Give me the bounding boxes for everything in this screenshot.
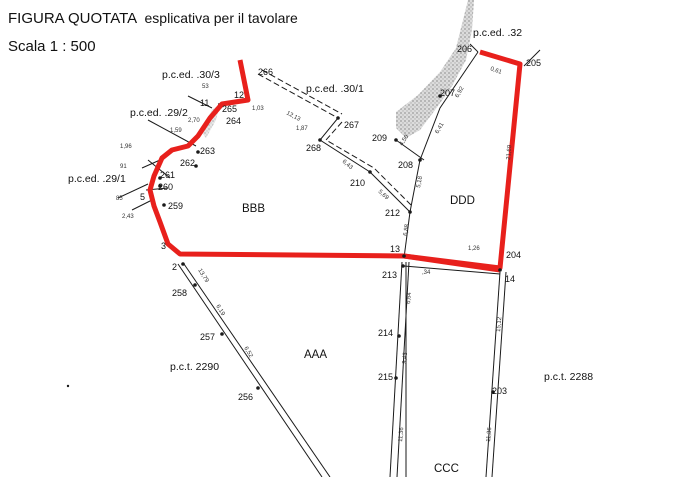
point-label: 257 — [200, 332, 215, 342]
point-label: 2 — [172, 262, 177, 272]
point-label: 264 — [226, 116, 241, 126]
stray-mark — [66, 384, 70, 388]
zone-ccc: CCC — [434, 463, 459, 475]
svg-text:1,26: 1,26 — [468, 246, 480, 252]
svg-text:6,92: 6,92 — [455, 85, 466, 99]
dimension-labels: 53 1,03 2,70 1,59 1,96 91 85 2,43 12,13 … — [116, 66, 513, 442]
svg-text:15,12: 15,12 — [496, 316, 503, 332]
point-label: 261 — [160, 170, 175, 180]
point-label: 210 — [350, 178, 365, 188]
svg-text:1,03: 1,03 — [252, 106, 264, 112]
svg-text:5,18: 5,18 — [416, 175, 424, 188]
point-label: 14 — [505, 274, 515, 284]
point-numbers: 266 12 11 265 264 263 262 261 260 5 259 … — [140, 44, 541, 402]
zone-ddd: DDD — [450, 195, 475, 207]
svg-text:1,96: 1,96 — [120, 144, 132, 150]
point-label: 207 — [440, 88, 455, 98]
svg-text:6,19: 6,19 — [214, 304, 226, 318]
svg-text:6,41: 6,41 — [435, 121, 446, 135]
svg-text:6,88: 6,88 — [403, 223, 411, 236]
point-label: 263 — [200, 146, 215, 156]
point-label: 258 — [172, 288, 187, 298]
point-label: 256 — [238, 392, 253, 402]
parcel-pct-2290: p.c.t. 2290 — [170, 361, 219, 373]
svg-text:1,59: 1,59 — [170, 128, 182, 134]
point-label: 3 — [161, 241, 166, 251]
point-label: 212 — [385, 208, 400, 218]
scale-label: Scala 1 : 500 — [8, 38, 96, 55]
red-boundary — [147, 49, 523, 273]
point-label: 260 — [158, 182, 173, 192]
svg-text:6,52: 6,52 — [242, 346, 254, 360]
drawing-title: FIGURA QUOTATA esplicativa per il tavola… — [8, 10, 298, 27]
point-label: 213 — [382, 270, 397, 280]
point-label: 259 — [168, 201, 183, 211]
hatched-area — [396, 0, 474, 138]
zone-aaa: AAA — [304, 349, 327, 361]
point-label: 206 — [457, 44, 472, 54]
point-label: 265 — [222, 104, 237, 114]
point-label: 203 — [492, 386, 507, 396]
svg-text:0,61: 0,61 — [489, 66, 503, 76]
svg-text:1,87: 1,87 — [296, 126, 308, 132]
title-main: FIGURA QUOTATA — [8, 10, 137, 27]
point-label: 13 — [390, 244, 400, 254]
point-label: 208 — [398, 160, 413, 170]
point-label: 262 — [180, 158, 195, 168]
svg-text:5,69: 5,69 — [377, 189, 390, 202]
point-label: 5 — [140, 192, 145, 202]
survey-points — [158, 94, 502, 394]
point-label: 205 — [526, 58, 541, 68]
point-label: 215 — [378, 372, 393, 382]
zone-bbb: BBB — [242, 203, 265, 215]
point-label: 266 — [258, 67, 273, 77]
svg-text:4,50: 4,50 — [399, 134, 411, 148]
point-label: 204 — [506, 250, 521, 260]
parcel-ped-29-2: p.c.ed. .29/2 — [130, 107, 188, 119]
svg-text:2,70: 2,70 — [188, 118, 200, 124]
svg-text:2,43: 2,43 — [122, 214, 134, 220]
point-label: 209 — [372, 133, 387, 143]
svg-text:85: 85 — [116, 196, 123, 202]
point-label: 11 — [200, 98, 209, 108]
title-subtitle: esplicativa per il tavolare — [144, 10, 298, 26]
parcel-ped-32: p.c.ed. .32 — [473, 27, 522, 39]
point-label: 214 — [378, 328, 393, 338]
parcel-ped-30-1: p.c.ed. .30/1 — [306, 83, 364, 95]
svg-text:11,36: 11,36 — [486, 426, 493, 442]
point-label: 12 — [234, 90, 244, 100]
svg-text:12,13: 12,13 — [285, 110, 302, 123]
svg-text:6,64: 6,64 — [406, 291, 413, 304]
parcel-pct-2288: p.c.t. 2288 — [544, 371, 593, 383]
parcel-ped-30-3: p.c.ed. .30/3 — [162, 69, 220, 81]
point-label: 268 — [306, 143, 321, 153]
svg-text:13,79: 13,79 — [196, 268, 209, 284]
parcel-ped-29-1: p.c.ed. .29/1 — [68, 173, 126, 185]
svg-text:91: 91 — [120, 164, 127, 170]
svg-text:,34: ,34 — [422, 270, 431, 276]
svg-text:53: 53 — [202, 84, 209, 90]
svg-text:11,36: 11,36 — [398, 426, 405, 442]
svg-text:9,43: 9,43 — [402, 351, 409, 364]
point-label: 267 — [344, 120, 359, 130]
svg-text:21,69: 21,69 — [506, 144, 513, 160]
